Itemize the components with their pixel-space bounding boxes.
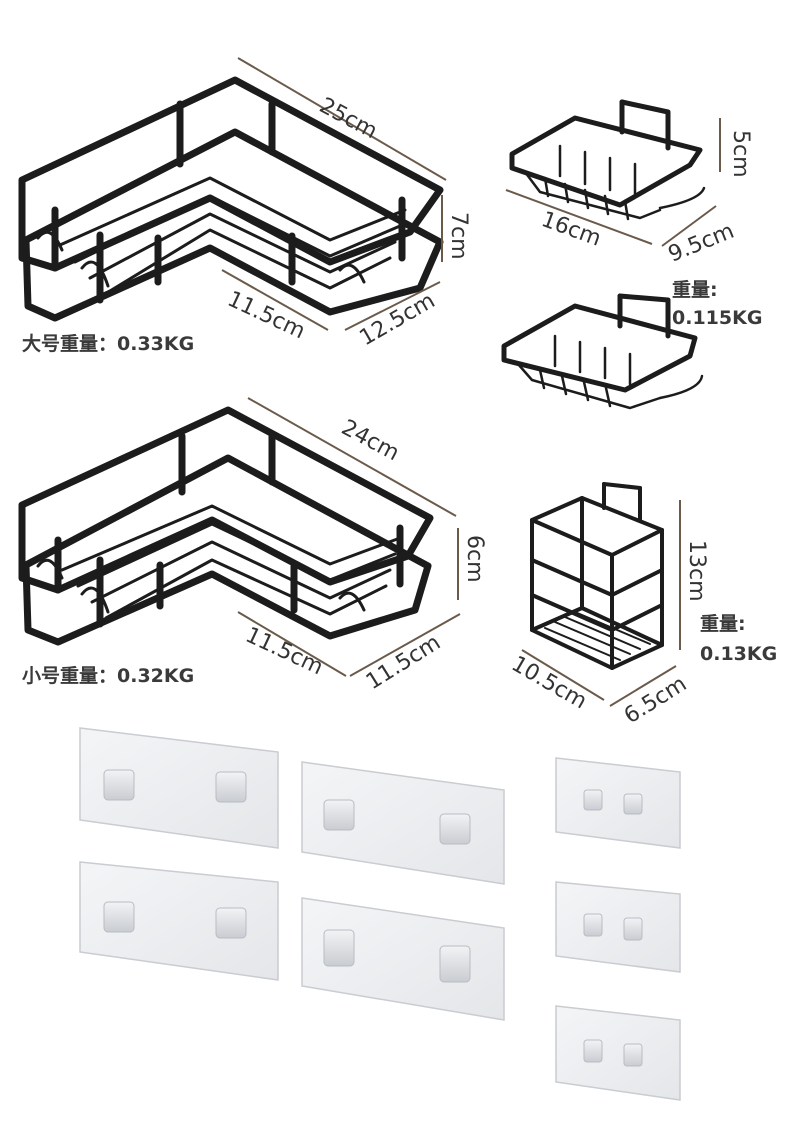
small-corner-shelf	[18, 406, 434, 646]
soap-weight-label: 重量:	[672, 279, 718, 301]
holder-dimensions: 13cm 10.5cm 6.5cm	[507, 500, 709, 729]
soap-weight-value: 0.115KG	[672, 307, 762, 329]
soap-dish-front	[501, 293, 704, 410]
large-width-label: 25cm	[315, 93, 381, 144]
adhesive-pad	[555, 881, 681, 973]
adhesive-pad	[301, 761, 505, 885]
small-weight-label: 小号重量：0.32KG	[22, 665, 194, 687]
holder-depth-label: 6.5cm	[620, 672, 691, 730]
adhesive-pad	[79, 861, 279, 981]
adhesive-pads	[79, 727, 681, 1101]
holder-weight-label: 重量:	[700, 613, 746, 635]
adhesive-pad	[555, 1005, 681, 1101]
holder-length-label: 10.5cm	[507, 652, 591, 715]
large-corner-shelf	[18, 76, 444, 322]
soap-dish-top	[509, 99, 706, 221]
small-height-label: 6cm	[462, 535, 487, 583]
adhesive-pad	[555, 757, 681, 849]
holder-weight-value: 0.13KG	[700, 643, 777, 665]
soap-height-label: 5cm	[728, 130, 753, 178]
adhesive-pad	[301, 897, 505, 1021]
large-height-label: 7cm	[446, 212, 471, 260]
adhesive-pad	[79, 727, 279, 849]
small-width-label: 24cm	[337, 415, 403, 466]
upright-holder	[530, 482, 664, 670]
soap-depth-label: 9.5cm	[665, 219, 738, 268]
large-weight-label: 大号重量：0.33KG	[22, 332, 194, 355]
holder-height-label: 13cm	[684, 540, 709, 602]
large-side-b-label: 12.5cm	[356, 288, 440, 351]
